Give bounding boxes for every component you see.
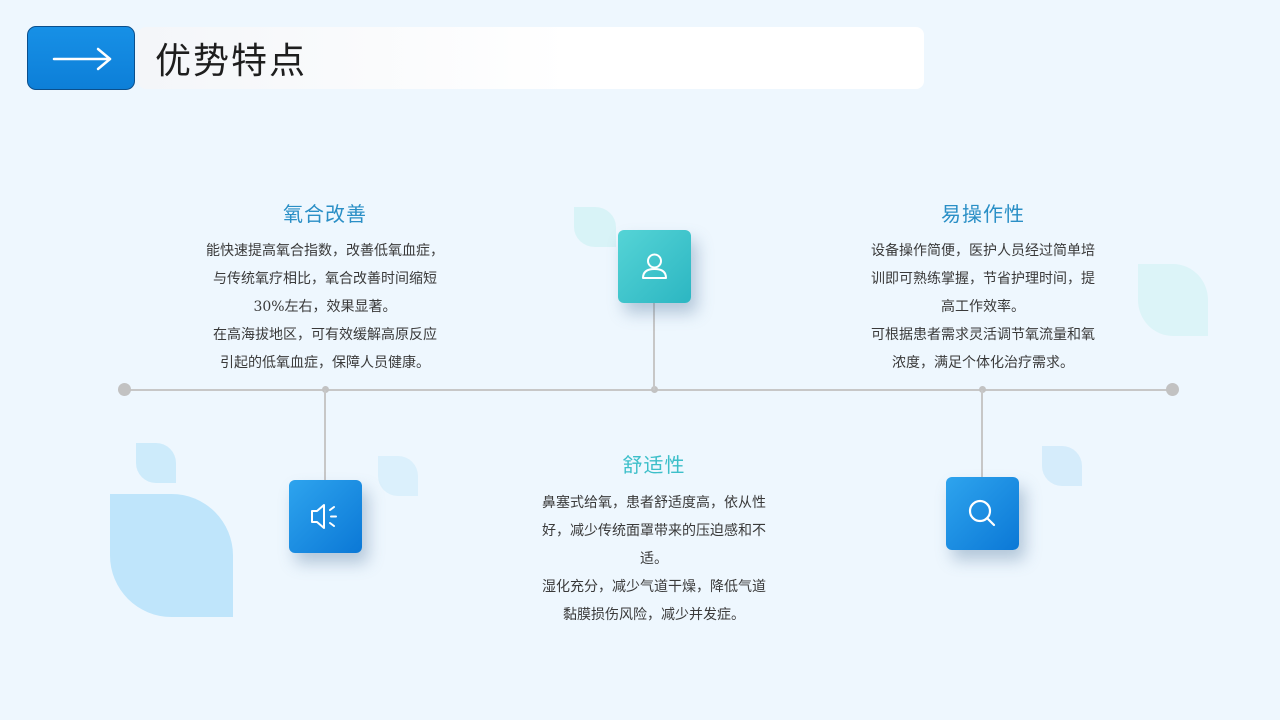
description-line: 设备操作简便，医护人员经过简单培 xyxy=(871,243,1095,259)
user-icon xyxy=(642,253,667,279)
title-bar xyxy=(138,27,924,89)
ease-heading: 易操作性 xyxy=(941,202,1025,226)
description-line: 能快速提高氧合指数，改善低氧血症， xyxy=(206,243,444,259)
oxygenation-heading: 氧合改善 xyxy=(283,202,367,226)
timeline-start-dot xyxy=(118,383,131,396)
connector-line xyxy=(324,390,326,480)
timeline-node xyxy=(322,386,329,393)
decor-leaf-small xyxy=(378,456,418,496)
description-line: 引起的低氧血症，保障人员健康。 xyxy=(220,355,430,371)
decor-leaf-small xyxy=(136,443,176,483)
page-title: 优势特点 xyxy=(155,41,308,82)
description-line: 好，减少传统面罩带来的压迫感和不 xyxy=(542,523,766,539)
comfort-heading: 舒适性 xyxy=(622,453,686,477)
ease-description: 设备操作简便，医护人员经过简单培 训即可熟练掌握，节省护理时间，提 高工作效率。… xyxy=(833,237,1133,377)
description-line: 适。 xyxy=(640,551,668,567)
timeline-end-dot xyxy=(1166,383,1179,396)
connector-line xyxy=(981,390,983,477)
description-line: 高工作效率。 xyxy=(941,299,1025,315)
description-line: 30%左右，效果显著。 xyxy=(253,299,397,315)
description-line: 与传统氧疗相比，氧合改善时间缩短 xyxy=(213,271,437,287)
description-line: 可根据患者需求灵活调节氧流量和氧 xyxy=(871,327,1095,343)
decor-leaf-small xyxy=(574,207,616,247)
search-icon xyxy=(968,499,996,527)
description-line: 训即可熟练掌握，节省护理时间，提 xyxy=(871,271,1095,287)
timeline xyxy=(124,389,1174,391)
decor-leaf-medium xyxy=(1138,264,1208,336)
decor-leaf-large xyxy=(110,494,233,617)
description-line: 湿化充分，减少气道干燥，降低气道 xyxy=(542,579,766,595)
title-arrow-badge xyxy=(27,26,135,90)
decor-leaf-small xyxy=(1042,446,1082,486)
description-line: 鼻塞式给氧，患者舒适度高，依从性 xyxy=(542,495,766,511)
connector-line xyxy=(653,302,655,390)
description-line: 黏膜损伤风险，减少并发症。 xyxy=(563,607,745,623)
comfort-description: 鼻塞式给氧，患者舒适度高，依从性 好，减少传统面罩带来的压迫感和不 适。 湿化充… xyxy=(504,489,804,629)
arrow-right-icon xyxy=(52,47,112,71)
speaker-icon xyxy=(311,504,337,529)
oxygenation-icon-tile xyxy=(618,230,691,303)
description-line: 浓度，满足个体化治疗需求。 xyxy=(892,355,1074,371)
oxygenation-description: 能快速提高氧合指数，改善低氧血症， 与传统氧疗相比，氧合改善时间缩短 30%左右… xyxy=(175,237,475,377)
ease-icon-tile xyxy=(946,477,1019,550)
comfort-icon-tile xyxy=(289,480,362,553)
description-line: 在高海拔地区，可有效缓解高原反应 xyxy=(213,327,437,343)
timeline-node xyxy=(979,386,986,393)
